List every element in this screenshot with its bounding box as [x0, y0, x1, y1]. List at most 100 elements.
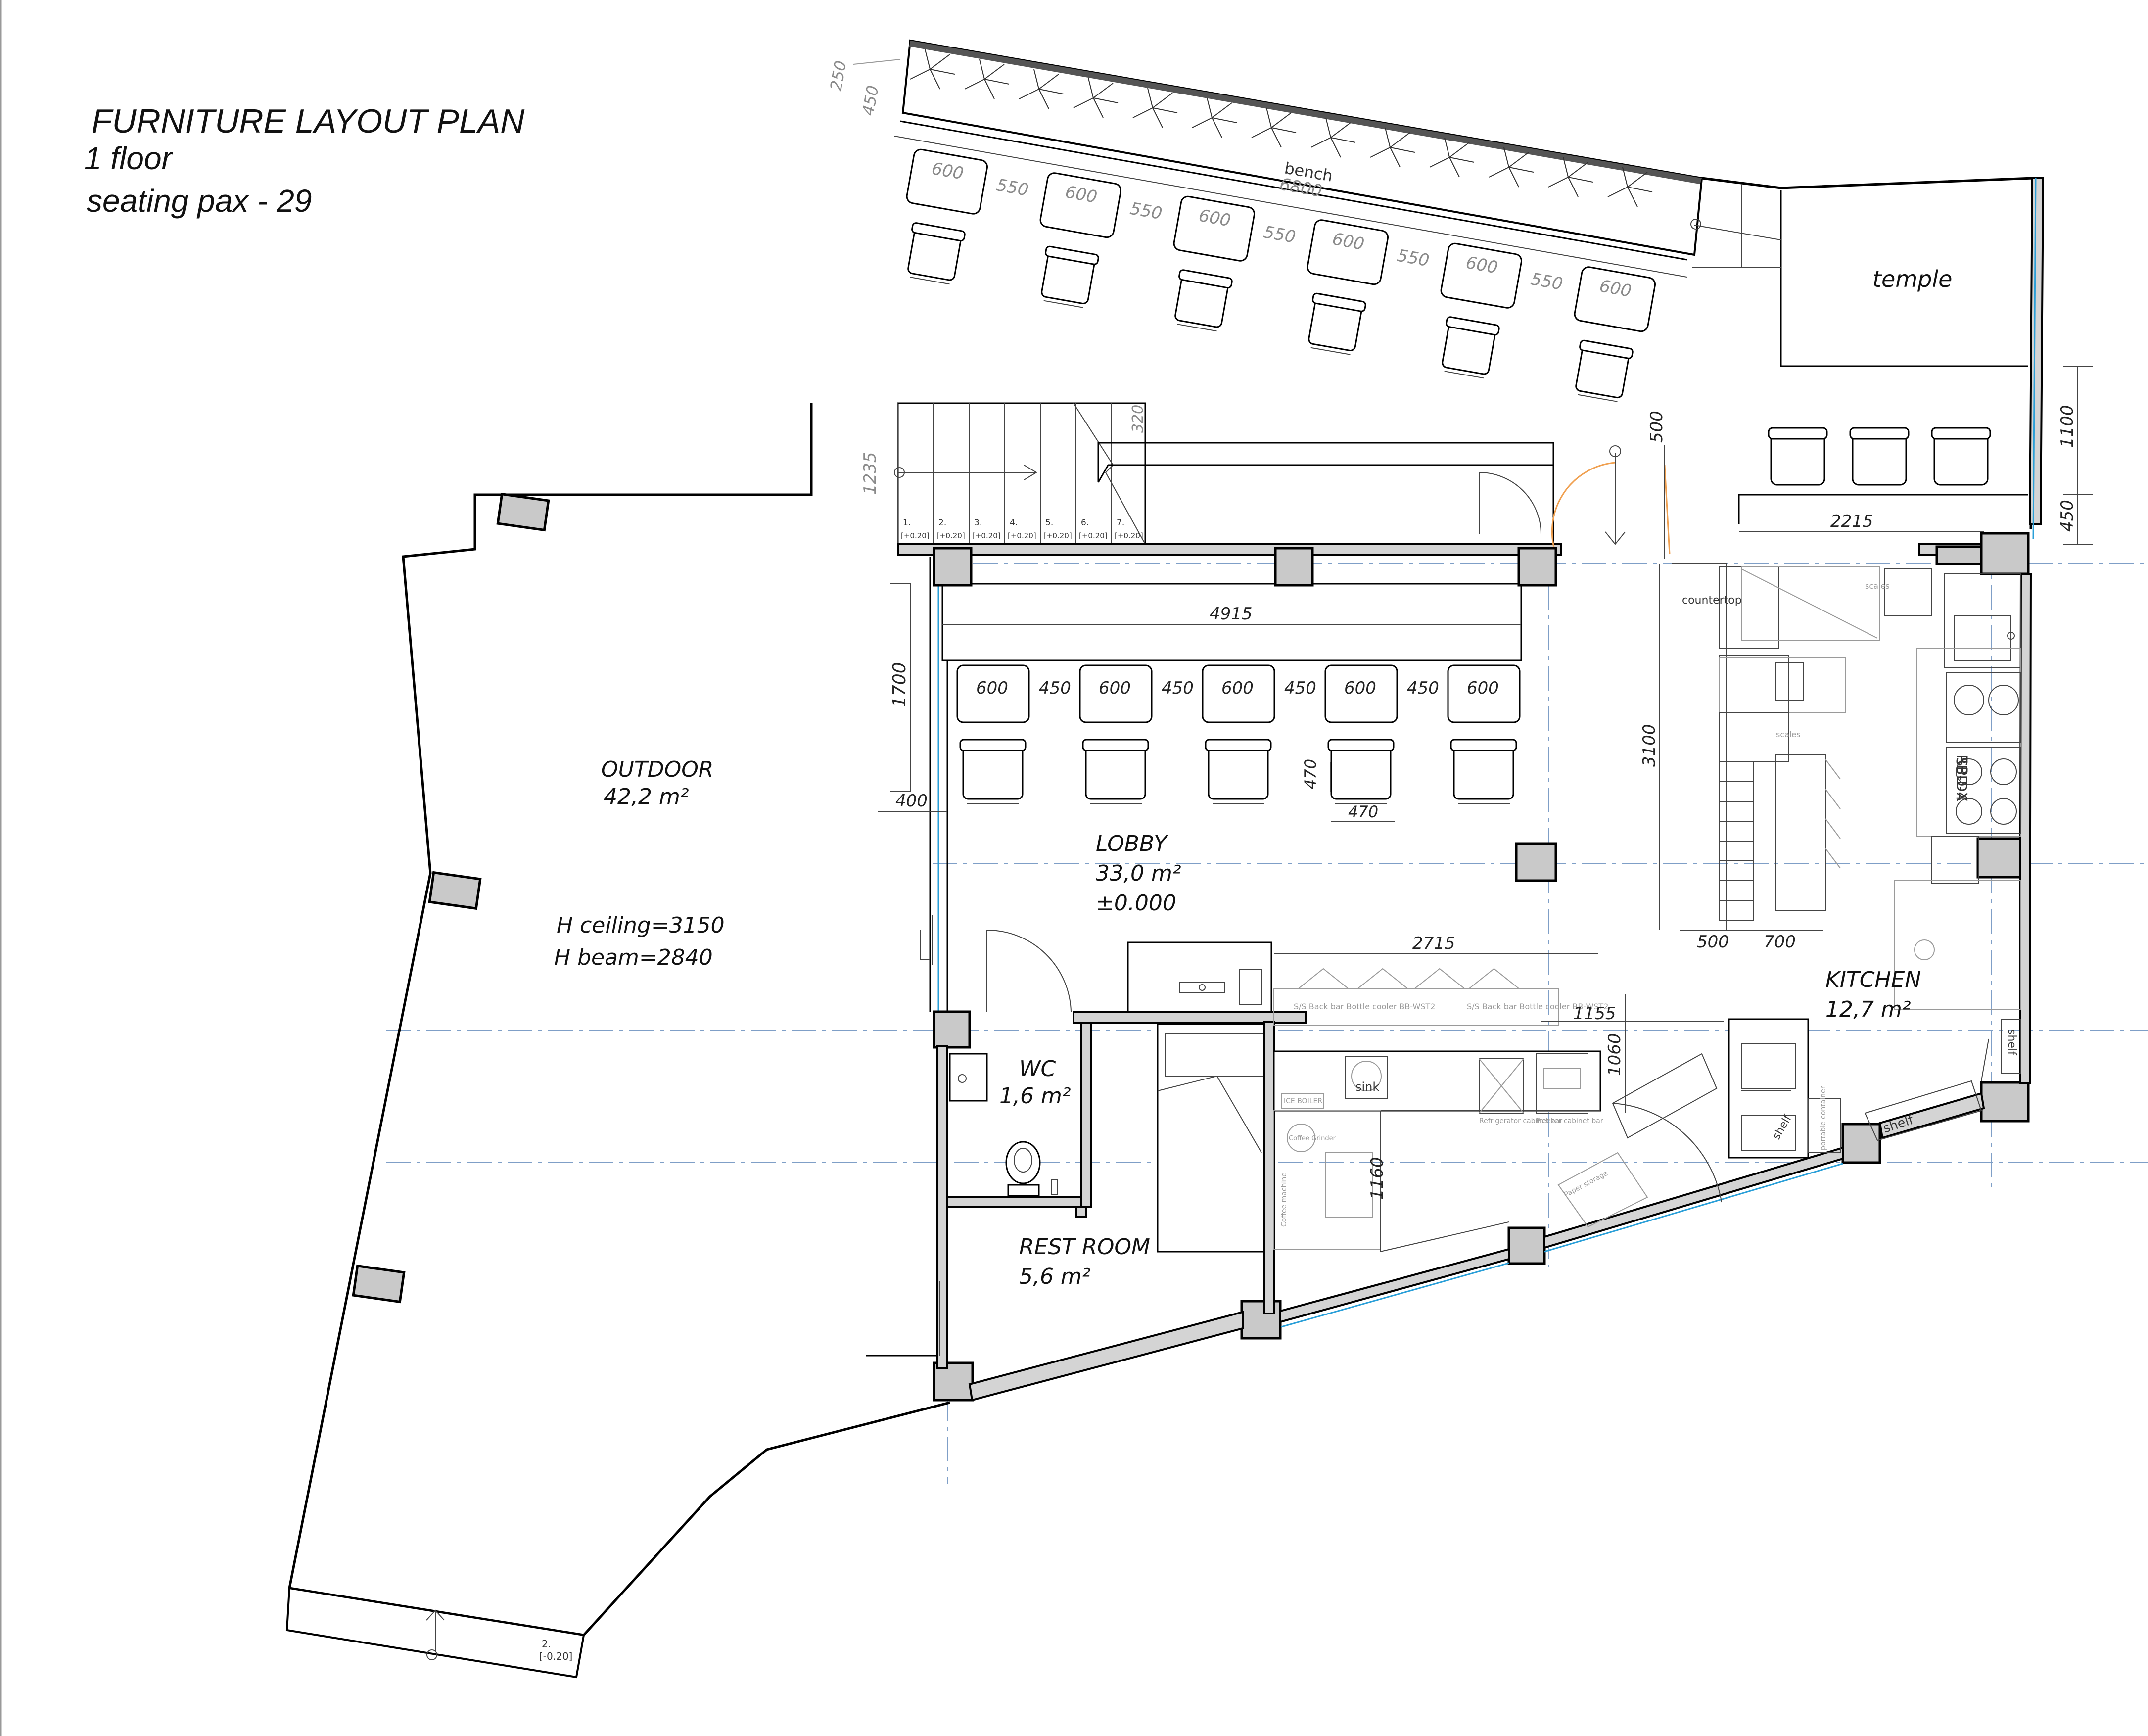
kitchen-cabinet	[1931, 836, 1979, 884]
bench-edge	[900, 120, 1687, 261]
paper-storage	[1557, 1152, 1648, 1228]
kitchen-area: 12,7 m²	[1825, 997, 1911, 1022]
column	[933, 1361, 974, 1402]
wc-label: WC	[1019, 1056, 1056, 1081]
facade-wall-4	[1878, 1092, 1985, 1139]
corner-shelf	[1864, 1080, 1982, 1141]
tap	[2007, 632, 2015, 640]
rest-cabinet	[1127, 941, 1272, 1013]
temple-wall	[2028, 177, 2045, 525]
kitchen-table-diag	[1741, 568, 1878, 639]
freezer	[1536, 1053, 1588, 1114]
lobby-table-dim: 600	[1467, 678, 1499, 698]
rest-sink	[1179, 982, 1225, 993]
coffee-grinder	[1287, 1124, 1315, 1152]
column	[1980, 532, 2030, 575]
kitchen-prep	[1775, 754, 1826, 911]
column-stub	[1935, 545, 1983, 565]
lobby-level: ±0.000	[1096, 891, 1176, 916]
lobby-chair-back	[1205, 739, 1272, 751]
lobby-label: LOBBY	[1096, 831, 1168, 856]
lobby-chair	[962, 744, 1024, 800]
south-facade	[968, 178, 2037, 1402]
step-level: [+0.20]	[1115, 531, 1143, 540]
kitchen-dim-box	[1672, 563, 1727, 930]
chair-back	[1849, 427, 1910, 440]
scales-1	[1884, 568, 1932, 616]
kitchen-unit-2	[1719, 655, 1789, 713]
counter-2215-dim: 2215	[1830, 512, 1873, 531]
rest-room-area: 5,6 m²	[1019, 1264, 1090, 1289]
lobby-400-dim: 400	[895, 791, 928, 811]
column	[1841, 1123, 1881, 1164]
door-arrowhead	[1605, 531, 1626, 545]
freezer-top	[1543, 1068, 1581, 1089]
bar-door-leaf	[1612, 1053, 1718, 1139]
lobby-gap-dim: 450	[1162, 678, 1194, 698]
paper-storage-label: Paper storage	[1563, 1170, 1609, 1199]
facade-wall-2	[1279, 1248, 1510, 1323]
outdoor-table	[1440, 242, 1523, 309]
lobby-partition	[1097, 442, 1554, 482]
chair-back	[1931, 427, 1991, 440]
kitchen-700-dim: 700	[1764, 932, 1796, 952]
ice-boiler-label: ICE BOILER	[1284, 1097, 1322, 1105]
step-level: [+0.20]	[1079, 531, 1108, 540]
refrigerator-cross	[1479, 1058, 1524, 1114]
outdoor-chair-back	[1579, 339, 1634, 359]
kitchen-shelf-right	[2001, 1019, 2021, 1074]
column	[1274, 547, 1314, 587]
lobby-bench	[941, 583, 1522, 661]
lobby-table-dim: 600	[1344, 678, 1376, 698]
bar-door-arc	[1612, 1103, 1722, 1203]
outdoor-chair-back	[1312, 292, 1366, 312]
column	[1507, 1226, 1546, 1265]
lobby-top-wall	[897, 543, 1562, 556]
burner	[1988, 685, 2019, 715]
burner	[1954, 685, 1984, 715]
temple-chairs: 2215	[1738, 427, 2028, 532]
rbd-label: RBD-4	[1953, 754, 1970, 801]
outdoor-table	[1307, 219, 1389, 285]
shelf-edge	[1981, 1038, 1989, 1081]
temple-box	[1780, 190, 2028, 367]
temple-450-dim: 450	[2057, 500, 2077, 532]
step-level: [+0.20]	[1008, 531, 1036, 540]
door-marker	[1609, 445, 1621, 457]
lobby-table	[1202, 664, 1275, 723]
lobby-chair	[1453, 744, 1514, 800]
portable-container	[1808, 1098, 1841, 1153]
outdoor-chair-back	[1178, 269, 1233, 289]
partition-cut	[1097, 465, 1109, 483]
rest-room: REST ROOM 5,6 m²	[866, 941, 1275, 1357]
back-bar	[1273, 988, 1559, 1026]
door-500-dim: 500	[1647, 411, 1667, 443]
toilet-tank	[1007, 1184, 1040, 1197]
lobby-table	[1324, 664, 1398, 723]
step-arrowhead	[426, 1609, 445, 1621]
step-number: 5.	[1045, 518, 1053, 528]
column	[1980, 1081, 2030, 1123]
scales-label-2: scales	[1776, 730, 1801, 739]
portable-container-label: portable container	[1820, 1086, 1827, 1150]
dish-sink	[1741, 1043, 1796, 1089]
seating-label: seating pax - 29	[87, 183, 312, 219]
burner	[1990, 798, 2017, 825]
outdoor-area: 42,2 m²	[604, 784, 689, 809]
burner	[1956, 758, 1982, 785]
freezer-label: Freezer cabinet bar	[1536, 1117, 1603, 1125]
bar-cooler-2: S/S Back bar Bottle cooler BB-WST2	[1467, 1002, 1608, 1011]
bar-side	[1273, 1110, 1381, 1250]
outdoor-post	[352, 1264, 406, 1304]
outdoor-post	[428, 871, 482, 910]
bench-depth-450: 450	[858, 84, 882, 117]
temple-1100-dim: 1100	[2057, 405, 2077, 448]
temple-counter	[1738, 494, 2028, 524]
beam-height: H beam=2840	[554, 945, 713, 970]
ice-boiler	[1281, 1093, 1324, 1109]
kitchen: 3100 500 700 countertop scales scales SP…	[1639, 563, 2021, 1159]
stair-arrowhead	[1024, 465, 1037, 480]
dish-basin	[1741, 1115, 1796, 1151]
